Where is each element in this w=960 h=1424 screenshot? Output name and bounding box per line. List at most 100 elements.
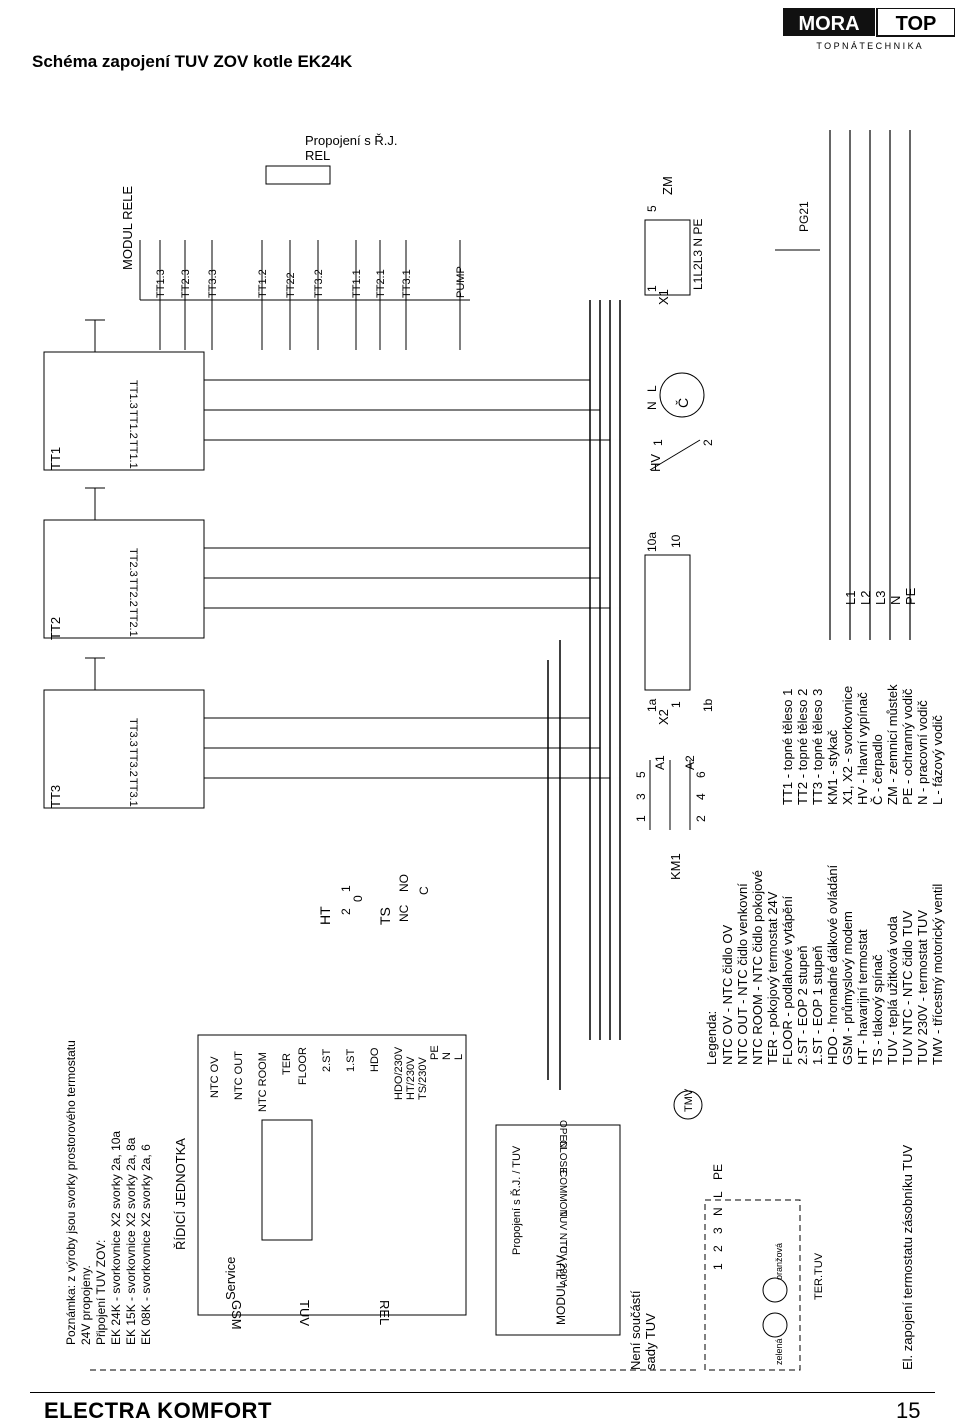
bus-label: L2 xyxy=(858,591,873,605)
motor-n: N xyxy=(645,401,659,410)
note-line: Připojení TUV ZOV: xyxy=(94,1240,108,1345)
ctrl-terminal: NTC OV xyxy=(209,1056,221,1098)
note-line: EK 08K - svorkovnice X2 svorky 2a, 6 xyxy=(139,1144,153,1345)
x1-terminal-strip xyxy=(644,219,691,296)
legend-item: L - fázový vodič xyxy=(930,715,945,805)
legend-item: 1.ST - EOP 1 stupeň xyxy=(810,946,825,1065)
ctrl-terminal: TER xyxy=(281,1053,293,1075)
zm-label: ZM xyxy=(660,176,675,195)
legend-item: ZM - zemnicí můstek xyxy=(885,684,900,805)
rel-connector-label: Propojení s Ř.J. xyxy=(305,133,398,148)
x2-t10: 10 xyxy=(669,534,683,548)
tuv-num: PE xyxy=(711,1164,725,1180)
legend-item: HDO - hromadné dálkové ovládání xyxy=(825,864,840,1065)
tank-lamp-green xyxy=(762,1312,788,1338)
bus-label: L3 xyxy=(873,591,888,605)
x2-t10a: 10a xyxy=(645,532,659,552)
ctrl-terminal: NTC ROOM xyxy=(257,1052,269,1112)
legend-item: TT3 - topné těleso 3 xyxy=(810,689,825,805)
mora-top-logo: MORA TOP T O P N Á T E C H N I K A xyxy=(783,8,955,51)
tuv-term: OPEN xyxy=(557,1120,568,1148)
legend-item: HV - hlavní vypínač xyxy=(855,692,870,805)
modul-rele-title: MODUL RELE xyxy=(120,186,135,270)
bus-label: N xyxy=(888,596,903,605)
ctrl-terminal: TS/230V xyxy=(417,1057,429,1100)
note-line: Poznámka: z výroby jsou svorky prostorov… xyxy=(64,1040,78,1345)
x2-t1: 1 xyxy=(669,701,683,708)
legend-item: KM1 - stykač xyxy=(825,729,840,805)
legend-item: FLOOR - podlahové vytápění xyxy=(780,896,795,1065)
x1-terms: L1L2L3 N PE xyxy=(691,219,705,290)
tuv-label: TUV xyxy=(297,1300,312,1326)
logo-tagline: T O P N Á T E C H N I K A xyxy=(816,41,921,51)
heater-tt3-box xyxy=(43,689,205,809)
heater-element: TT1.3 xyxy=(127,380,139,409)
ctrl-terminal: HDO/230V xyxy=(393,1046,405,1100)
legend-item: Č - čerpadlo xyxy=(870,734,885,805)
ht-t0: 0 xyxy=(351,895,365,902)
heater-element: TT3.2 xyxy=(127,748,139,777)
legend-item: TUV 230V - termostat TUV xyxy=(915,910,930,1065)
relay-label: TT3.1 xyxy=(401,269,413,298)
heater-tt2-label: TT2 xyxy=(48,617,63,640)
page-number: 15 xyxy=(896,1398,921,1423)
ts-c: C xyxy=(417,886,431,895)
heater-element: TT3.1 xyxy=(127,778,139,807)
ctrl-terminal: HDO xyxy=(369,1047,381,1072)
ctrl-terminal: 2.ST xyxy=(321,1048,333,1072)
x2-t1b: 1b xyxy=(701,698,715,712)
control-unit-title: ŘÍDICÍ JEDNOTKA xyxy=(173,1138,188,1250)
x2-label: X2 xyxy=(656,709,671,725)
ctrl-terminal: L xyxy=(453,1054,465,1060)
heater-element: TT1.2 xyxy=(127,410,139,439)
tuv-term: COMMON xyxy=(557,1170,568,1217)
legend-item: N - pracovní vodič xyxy=(915,700,930,805)
ht-label: HT xyxy=(317,906,333,925)
tuv-num: 2 xyxy=(711,1245,725,1252)
x2-terminal-strip xyxy=(644,554,691,691)
legend-item: TT2 - topné těleso 2 xyxy=(795,689,810,805)
heater-element: TT2.2 xyxy=(127,578,139,607)
relay-label: TT1.3 xyxy=(155,269,167,298)
ht-t1: 1 xyxy=(339,885,353,892)
note-line: EK 24K - svorkovnice X2 svorky 2a, 10a xyxy=(109,1131,123,1345)
ht-t2: 2 xyxy=(339,908,353,915)
tmv-label: TMV xyxy=(683,1088,695,1112)
tank-note-2: sady TUV xyxy=(643,1313,658,1370)
tank-green: zelená xyxy=(774,1338,784,1365)
note-line: 24V propojeny. xyxy=(79,1265,93,1345)
ctrl-terminal: PE xyxy=(429,1045,441,1060)
hv-t2: 2 xyxy=(701,439,715,446)
ts-no: NO xyxy=(397,874,411,892)
heater-element: TT2.3 xyxy=(127,548,139,577)
km1-bottom: 6 xyxy=(694,771,708,778)
pump-motor xyxy=(659,372,705,418)
x1-t5: 5 xyxy=(645,205,659,212)
motor-label: Č xyxy=(675,398,691,408)
heater-element: TT3.3 xyxy=(127,718,139,747)
km1-bottom: 4 xyxy=(694,793,708,800)
motor-l: L xyxy=(645,385,659,392)
modul-tuv-box xyxy=(495,1124,621,1336)
legend-item: NTC OUT - NTC čidlo venkovní xyxy=(735,883,750,1065)
hv-t1: 1 xyxy=(651,439,665,446)
tank-thermostat: TER.TUV xyxy=(813,1252,825,1300)
tuv-num: 1 xyxy=(711,1263,725,1270)
ts-label: TS xyxy=(377,907,393,925)
legend-item: PE - ochranný vodič xyxy=(900,688,915,805)
tuv-term: TUV 230V xyxy=(557,1240,568,1286)
rel-label: REL xyxy=(377,1300,392,1325)
control-unit-box xyxy=(197,1034,467,1316)
tuv-num: N xyxy=(711,1207,725,1216)
heater-tt1-label: TT1 xyxy=(48,447,63,470)
km1-a1: A1 xyxy=(653,755,667,770)
bus-label: PE xyxy=(903,587,918,605)
rel-connector-label-2: REL xyxy=(305,148,330,163)
tank-note-1: Není součástí xyxy=(628,1290,643,1370)
tuv-num: 3 xyxy=(711,1227,725,1234)
tmv-valve xyxy=(673,1090,703,1120)
relay-label: TT22 xyxy=(285,272,297,298)
x1-label: X1 xyxy=(656,289,671,305)
relay-label: TT3.2 xyxy=(313,269,325,298)
modul-tuv-title: MODUL TUV xyxy=(554,1255,568,1325)
